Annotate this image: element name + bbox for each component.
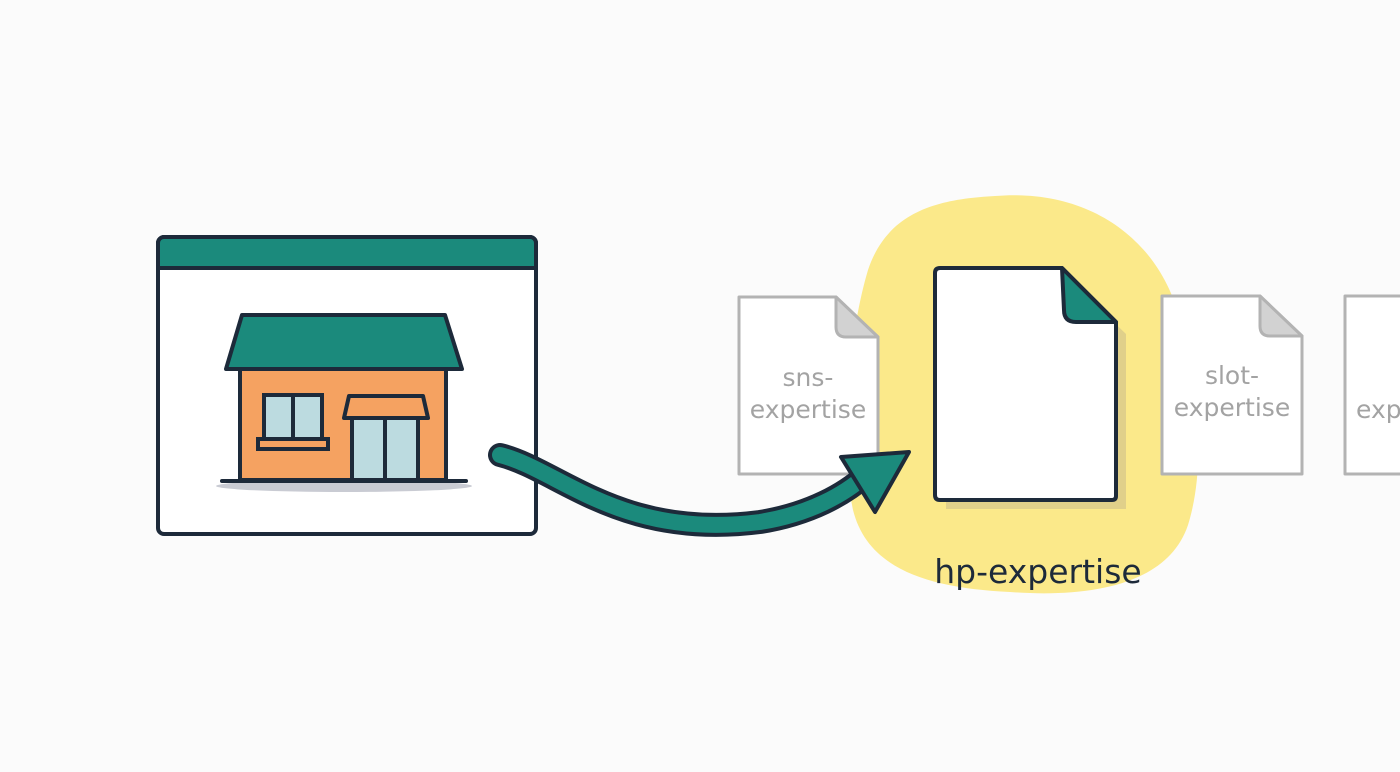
house-roof (224, 313, 464, 371)
sns-doc-body (737, 295, 880, 476)
main-doc-fold (1060, 266, 1118, 324)
partial-doc-body (1343, 294, 1400, 476)
browser-title-bar (156, 235, 538, 270)
document-icon: exp (1343, 294, 1400, 476)
document-icon (933, 266, 1126, 509)
slot-doc-body (1160, 294, 1304, 476)
sns-doc-fold (834, 295, 880, 339)
window-sill (256, 437, 330, 451)
storefront-house-icon (216, 313, 472, 492)
document-icon: slot- expertise (1160, 294, 1304, 476)
sns-doc-label-line1: sns- (783, 363, 834, 392)
main-doc-body (933, 266, 1118, 502)
sns-doc-label-line2: expertise (750, 395, 866, 424)
curved-arrow-icon (488, 443, 911, 537)
document-icon: sns- expertise (737, 295, 880, 476)
arrow-shaft (492, 447, 874, 533)
main-doc-label: hp-expertise (934, 552, 1141, 591)
door-awning (342, 394, 430, 420)
slot-doc-label-line2: expertise (1174, 393, 1290, 422)
partial-doc-label: exp (1356, 395, 1400, 424)
slot-doc-label-line1: slot- (1205, 361, 1259, 390)
arrow-head (839, 450, 911, 514)
slot-doc-fold (1258, 294, 1304, 338)
